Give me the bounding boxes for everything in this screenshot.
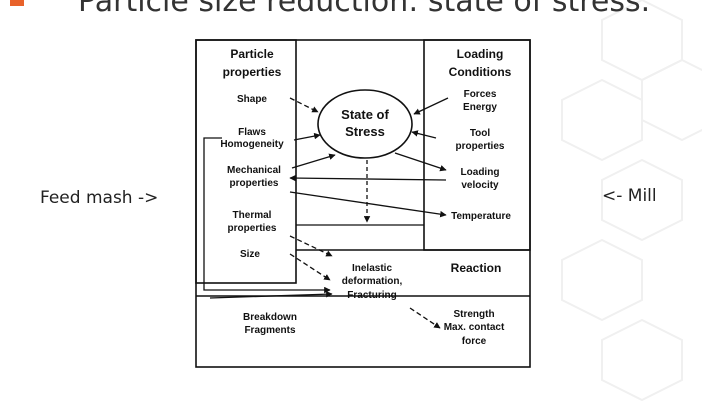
bracket-feedback-line [203, 137, 331, 294]
arrow-inelastic-to-strength [409, 307, 441, 329]
flaws-label: Flaws [238, 127, 266, 138]
mill-label: <- Mill [602, 186, 657, 206]
feed-mash-label: Feed mash -> [40, 188, 159, 208]
arrow-mechanical-to-stress [291, 153, 336, 169]
temperature-label: Temperature [451, 211, 511, 222]
background-hexagon-pattern [561, 0, 702, 402]
arrow-stress-to-velocity [394, 152, 447, 172]
loading-conditions-heading: Loading [457, 47, 504, 61]
state-of-stress-text: State of [341, 107, 389, 122]
homogeneity-label: Homogeneity [220, 139, 284, 150]
size-label: Size [240, 249, 260, 260]
inelastic-deformation-label: Fracturing [347, 290, 396, 301]
particle-properties-heading: properties [223, 65, 282, 79]
breakdown-fragments-label: Breakdown [243, 312, 297, 323]
slide-title: Particle size reduction: state of stress… [78, 0, 651, 19]
strength-label: Max. contact [444, 322, 505, 333]
tool-properties-label: Tool [470, 128, 491, 139]
strength-label: Strength [453, 309, 494, 320]
breakdown-fragments-label: Fragments [244, 325, 296, 336]
mechanical-properties-label: Mechanical [227, 165, 281, 176]
thermal-properties-label: Thermal [233, 210, 272, 221]
mechanical-properties-label: properties [230, 178, 279, 189]
arrow-forces-to-stress [413, 97, 449, 115]
state-of-stress-text: Stress [345, 124, 385, 139]
arrow-mechanical-to-temperature [289, 191, 447, 218]
tool-properties-label: properties [456, 141, 505, 152]
forces-energy-label: Energy [463, 102, 497, 113]
loading-velocity-label: velocity [461, 180, 499, 191]
thermal-properties-label: properties [228, 223, 277, 234]
inelastic-deformation-label: Inelastic [352, 263, 392, 274]
strength-label: force [462, 336, 487, 347]
particle-properties-heading: Particle [230, 47, 274, 61]
forces-energy-label: Forces [464, 89, 497, 100]
title-accent-mark [10, 0, 24, 6]
arrow-velocity-to-mechanical [289, 174, 447, 182]
state-of-stress-ellipse [317, 89, 413, 159]
arrow-tool-to-stress [411, 130, 437, 139]
particle-properties-box [195, 39, 297, 284]
shape-label: Shape [237, 94, 267, 105]
arrow-breakdown-to-fracturing [209, 290, 333, 299]
arrow-shape-to-stress [289, 97, 319, 113]
reaction-heading: Reaction [451, 261, 502, 275]
arrow-flaws-to-stress [293, 132, 321, 141]
loading-conditions-heading: Conditions [449, 65, 512, 79]
inelastic-deformation-label: deformation, [342, 276, 403, 287]
loading-velocity-label: Loading [461, 167, 500, 178]
